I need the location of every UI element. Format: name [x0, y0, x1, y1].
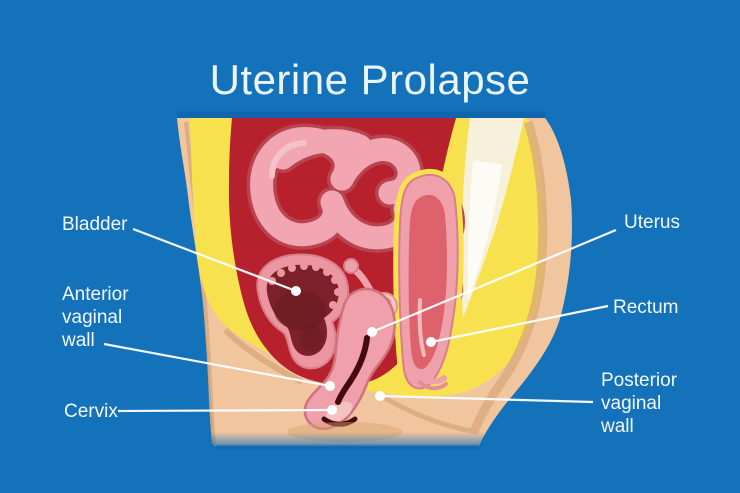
fallopian-tube-shape — [343, 258, 359, 274]
rectum-label: Rectum — [613, 297, 679, 318]
posterior-wall-leader-line — [379, 394, 594, 404]
cervix-leader-line — [117, 408, 333, 413]
leader-dots — [291, 286, 436, 415]
posterior-vaginal-wall-label: Posterior vaginal wall — [601, 370, 678, 437]
anterior-wall-leader-line — [103, 342, 331, 388]
rectum-leader-line — [430, 304, 609, 344]
bladder-leader-line — [132, 227, 297, 293]
cervix-tip-shape — [325, 401, 353, 423]
anterior-vaginal-wall-label: Anterior vaginal wall — [62, 284, 129, 351]
page-title: Uterine Prolapse — [209, 56, 531, 104]
uterus-leader-line — [371, 228, 617, 334]
cervix-label: Cervix — [64, 401, 118, 422]
leader-lines — [103, 227, 617, 413]
rectum-shape — [393, 168, 464, 395]
uterus-label: Uterus — [624, 212, 680, 233]
vaginal-canal-line — [335, 335, 370, 405]
bladder-label: Bladder — [62, 214, 128, 235]
uterus-shape — [303, 258, 398, 430]
bottom-fade — [140, 432, 600, 466]
sacrum-bone-shape — [461, 118, 524, 318]
